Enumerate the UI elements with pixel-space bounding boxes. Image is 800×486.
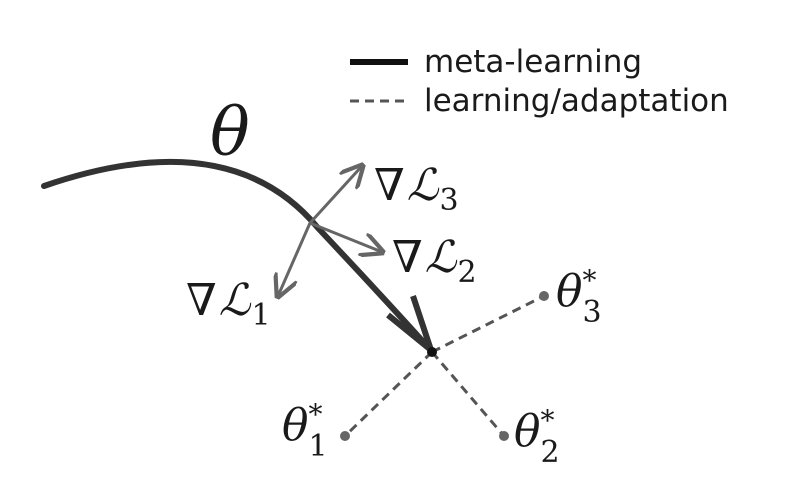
nabla-symbol: ∇	[374, 160, 405, 211]
theta-star-3-label: θ*3	[556, 264, 602, 330]
loss-symbol: ℒ	[407, 160, 440, 211]
adaptation-path-1	[343, 350, 434, 438]
star-superscript: *	[309, 398, 323, 431]
star-superscript: *	[583, 264, 597, 297]
subscript: 3	[439, 183, 458, 218]
legend-meta-learning-label: meta-learning	[424, 44, 642, 80]
loss-symbol: ℒ	[219, 275, 252, 326]
nabla-symbol: ∇	[186, 275, 217, 326]
gradient-arrow-2	[309, 221, 382, 252]
subscript: 1	[309, 429, 328, 464]
subscript: 2	[457, 255, 476, 290]
adaptation-path-2	[430, 351, 506, 437]
subscript: 1	[251, 298, 270, 333]
subscript: 3	[583, 295, 602, 330]
theta-star-1-point	[340, 431, 350, 441]
theta-label: θ	[210, 94, 250, 171]
star-superscript: *	[541, 404, 555, 437]
theta-symbol: θ	[282, 400, 309, 451]
legend-learning-adaptation-label: learning/adaptation	[424, 83, 729, 119]
adaptation-paths	[340, 291, 549, 441]
theta-star-2-label: θ*2	[514, 404, 560, 470]
theta-symbol: θ	[556, 266, 583, 317]
nabla-symbol: ∇	[392, 232, 423, 283]
meta-learning-path	[41, 158, 430, 349]
theta-star-3-point	[539, 291, 549, 301]
grad-loss-3-label: ∇ℒ3	[374, 160, 459, 218]
gradient-arrows	[278, 166, 382, 296]
subscript: 2	[541, 435, 560, 470]
adaptation-path-3	[431, 294, 545, 354]
legend: meta-learning learning/adaptation	[350, 44, 729, 119]
grad-loss-2-label: ∇ℒ2	[392, 232, 477, 290]
grad-loss-1-label: ∇ℒ1	[186, 275, 271, 333]
meta-point	[427, 347, 437, 357]
loss-symbol: ℒ	[425, 232, 458, 283]
theta-star-1-label: θ*1	[282, 398, 328, 464]
theta-star-2-point	[499, 431, 509, 441]
theta-symbol: θ	[514, 406, 541, 457]
gradient-arrow-3	[308, 166, 362, 225]
gradient-arrow-1	[278, 222, 312, 296]
